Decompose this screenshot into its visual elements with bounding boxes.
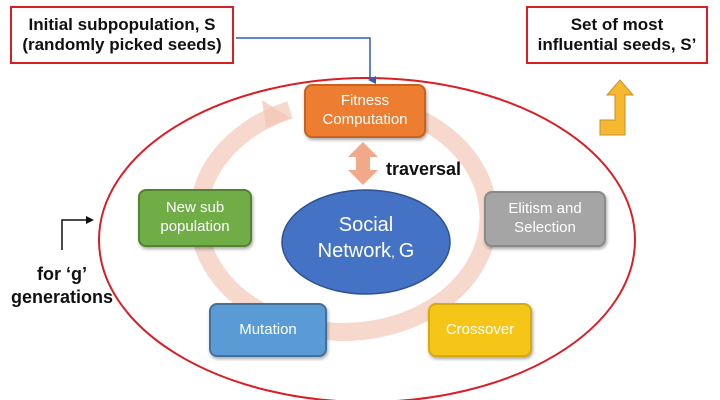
traversal-label: traversal (386, 159, 462, 179)
loop-arrow (61, 219, 88, 250)
fitness-label: Fitness Computation (322, 92, 408, 128)
network-line-2-wrap: Network, G (317, 240, 415, 262)
output-callout-text: Set of most influential seeds, S’ (537, 14, 697, 54)
crossover-step: Crossover (428, 303, 532, 357)
selection-step: Elitism and Selection (484, 191, 606, 247)
network-line-2: Network (317, 240, 391, 262)
crossover-label: Crossover (445, 320, 515, 338)
input-callout: Initial subpopulation, S (randomly picke… (10, 6, 234, 64)
output-arrow (599, 79, 635, 136)
input-callout-text: Initial subpopulation, S (randomly picke… (22, 14, 222, 54)
iteration-boundary (98, 77, 636, 400)
fitness-computation-step: Fitness Computation (304, 84, 426, 138)
output-callout: Set of most influential seeds, S’ (526, 6, 708, 64)
social-network-label: Social Network, G (282, 212, 450, 264)
network-symbol: G (398, 240, 415, 262)
new-subpopulation-step: New sub population (138, 189, 252, 247)
selection-label: Elitism and Selection (508, 200, 582, 236)
mutation-step: Mutation (209, 303, 327, 357)
social-network-node (281, 189, 451, 295)
loop-label: for ‘g’ generations (10, 264, 114, 307)
new-subpopulation-label: New sub population (160, 199, 230, 235)
network-line-1: Social (338, 214, 394, 236)
input-connector (236, 37, 376, 84)
loop-arrow-head (86, 216, 94, 224)
mutation-label: Mutation (239, 320, 297, 338)
cycle-arrow-head (262, 100, 290, 128)
traversal-arrow (348, 142, 378, 185)
